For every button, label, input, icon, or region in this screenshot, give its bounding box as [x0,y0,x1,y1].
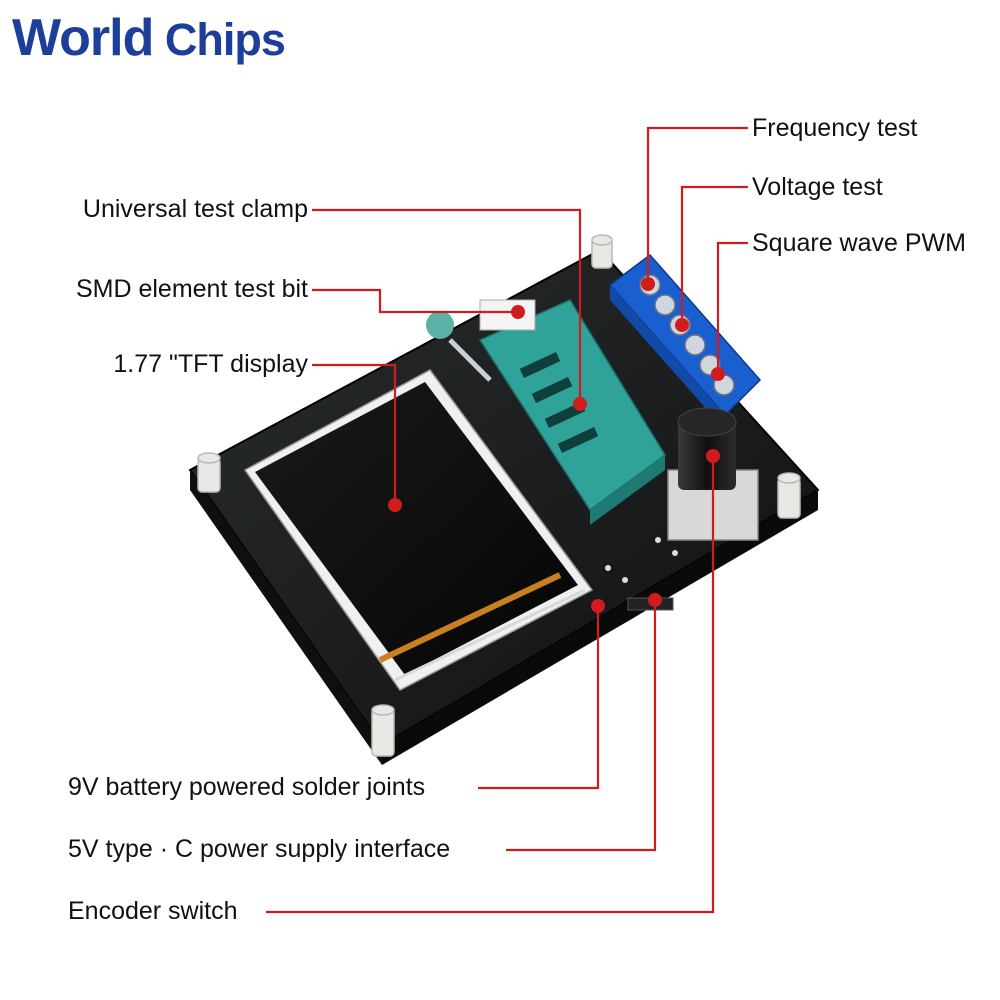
label-type-c-power-interface: 5V type · C power supply interface [68,835,451,863]
leader-lines [266,126,748,914]
label-smd-element-test-bit: SMD element test bit [75,275,308,303]
zif-socket [426,299,667,525]
leader-dots [388,277,725,613]
label-9v-battery-solder-joints: 9V battery powered solder joints [68,773,426,801]
label-frequency-test: Frequency test [752,114,918,142]
world-chips-logo: World Chips [12,8,286,68]
tft-display [243,369,594,691]
label-encoder-switch: Encoder switch [68,897,238,925]
logo-chips: Chips [153,14,286,65]
standoff-posts [197,234,801,757]
label-square-wave-pwm: Square wave PWM [752,229,966,257]
label-tft-display: 1.77 "TFT display [113,350,308,378]
label-voltage-test: Voltage test [752,173,883,201]
logo-world: World [12,9,154,67]
label-universal-test-clamp: Universal test clamp [82,195,308,223]
